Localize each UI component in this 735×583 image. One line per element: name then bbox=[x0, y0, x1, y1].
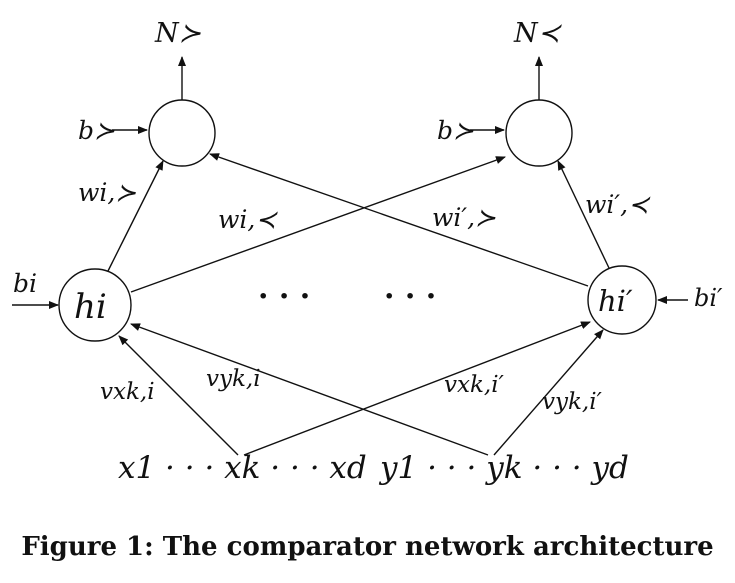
hidden-bias-label-right: bi′ bbox=[694, 284, 723, 312]
input-weight-label-x-left: vxk,i bbox=[100, 379, 155, 405]
output-bias-label-left: b≻ bbox=[78, 116, 115, 145]
edge-hi-to-right-output bbox=[130, 156, 506, 293]
weight-label-left-left: wi,≻ bbox=[78, 178, 136, 207]
output-label-left: N≻ bbox=[154, 18, 202, 49]
output-node-left bbox=[148, 99, 216, 167]
edge-yk-to-hi bbox=[130, 323, 489, 456]
hidden-node-left bbox=[58, 268, 132, 342]
edge-hi-prime-to-left-output bbox=[209, 153, 589, 287]
output-node-right bbox=[505, 99, 573, 167]
output-label-right: N≺ bbox=[513, 18, 563, 49]
weight-label-left-right: wi,≺ bbox=[218, 205, 278, 234]
weight-label-right-left: wi′,≻ bbox=[432, 203, 496, 232]
edge-hi-prime-to-right-output bbox=[557, 160, 610, 269]
input-weight-label-y-right: vyk,i′ bbox=[542, 389, 603, 415]
edge-hi-to-left-output bbox=[107, 160, 164, 272]
network-diagram: hi hi′ N≻ N≺ b≻ b≻ bi bi′ wi,≻ wi,≺ wi′,… bbox=[12, 18, 723, 486]
hidden-bias-label-left: bi bbox=[13, 269, 37, 298]
output-bias-label-right: b≻ bbox=[437, 116, 474, 145]
hidden-label-right: hi′ bbox=[598, 284, 633, 318]
edge-xk-to-hi-prime bbox=[243, 321, 591, 456]
figure-caption: Figure 1: The comparator network archite… bbox=[21, 532, 714, 562]
input-weight-label-x-right: vxk,i′ bbox=[444, 372, 505, 398]
input-label-y: y1 · · · yk · · · yd bbox=[378, 450, 629, 486]
edge-xk-to-hi bbox=[118, 335, 239, 456]
input-label-x: x1 · · · xk · · · xd bbox=[118, 450, 367, 486]
input-weight-label-y-left: vyk,i bbox=[206, 366, 261, 392]
weight-label-right-right: wi′,≺ bbox=[585, 190, 651, 219]
hidden-label-left: hi bbox=[74, 287, 107, 327]
hidden-ellipsis-left: · · · bbox=[258, 279, 310, 314]
hidden-ellipsis-right: · · · bbox=[384, 279, 436, 314]
hidden-node-right bbox=[587, 265, 657, 335]
edge-yk-to-hi-prime bbox=[493, 329, 604, 456]
